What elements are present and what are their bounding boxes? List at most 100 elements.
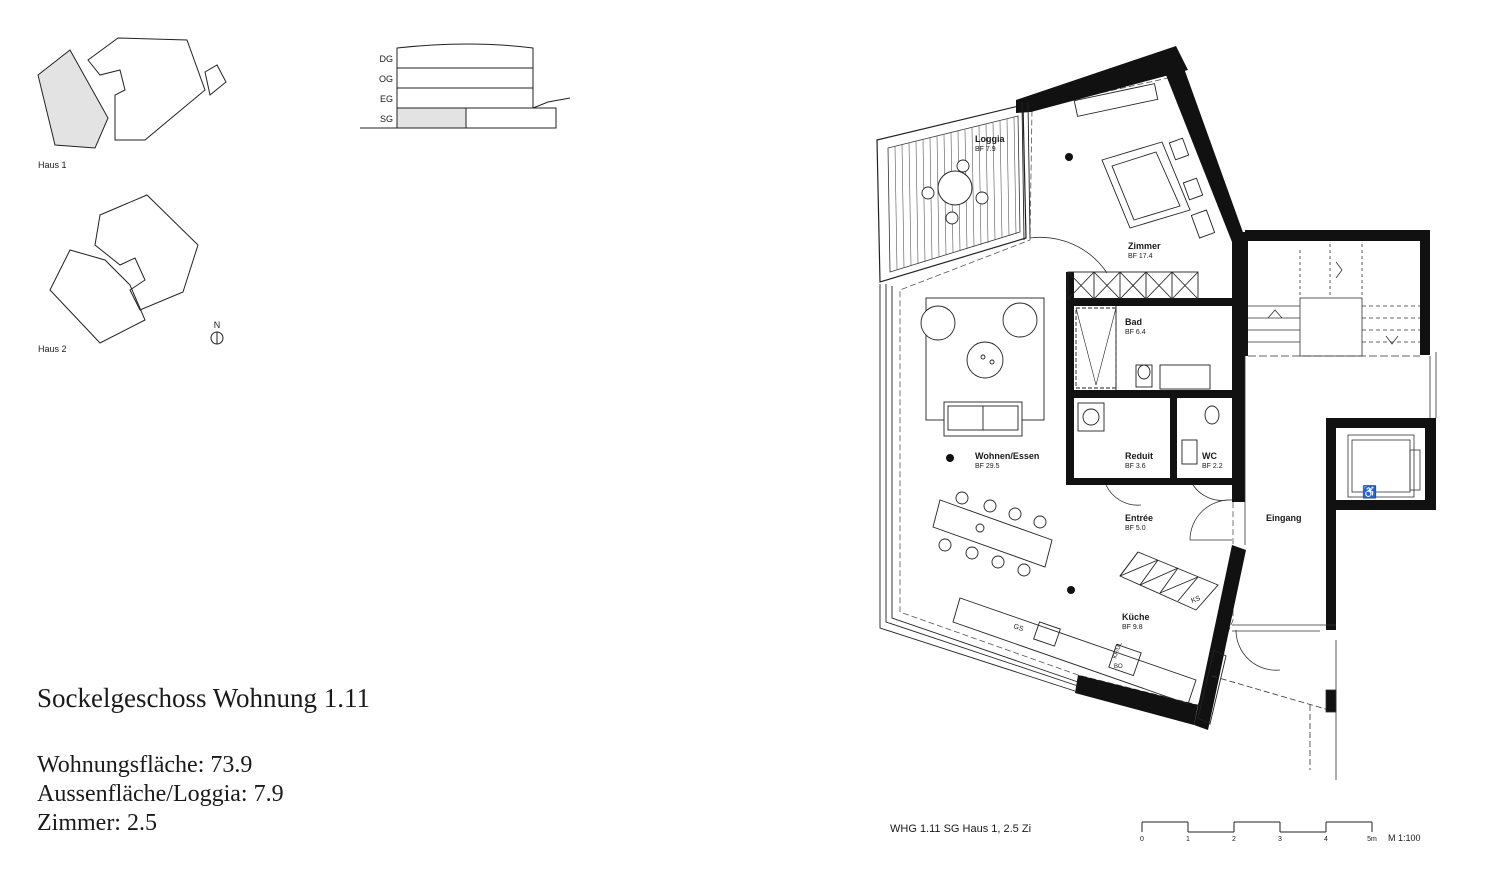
wall-lift-bottom (1336, 500, 1436, 510)
room-name-entree: Entrée (1125, 513, 1153, 523)
scale-tick-label: 3 (1278, 836, 1282, 843)
wall-bath-top (1066, 298, 1233, 306)
keyplan-haus-1-wing (204, 64, 227, 96)
keyplan-haus-2 (49, 194, 199, 344)
apartment-area-label: Wohnungsfläche: (37, 752, 205, 778)
column (1065, 153, 1073, 161)
exterior-walls (1016, 46, 1436, 730)
wall-south (1075, 675, 1198, 725)
wall-stair-left (1240, 236, 1248, 356)
wc-bowl-icon (1204, 405, 1220, 425)
kitchen-fixtures (952, 551, 1219, 705)
loggia-deck (876, 104, 1027, 283)
dining-set (932, 491, 1053, 577)
keyplan-haus-2-main-block (94, 194, 199, 311)
shower (1075, 307, 1117, 389)
reduit-wc-fixtures (1077, 402, 1220, 465)
loggia-area-value: 7.9 (253, 781, 284, 807)
room-name-zimmer: Zimmer (1128, 241, 1161, 251)
bathtub (1159, 364, 1211, 390)
washer (1077, 402, 1105, 432)
armchair-icon (1002, 302, 1038, 338)
section-label-og: OG (379, 74, 393, 84)
wall-lift-left (1326, 418, 1336, 630)
coffee-table-object-icon (989, 359, 995, 365)
section-floor-eg (396, 87, 534, 109)
nightstand (1168, 137, 1190, 161)
toilet-bowl-icon (1137, 364, 1151, 380)
room-count-label: Zimmer: (37, 810, 121, 836)
section-label-dg: DG (380, 54, 394, 64)
loggia-chair-icon (945, 211, 959, 225)
room-area-bad: BF 6.4 (1125, 329, 1146, 336)
wall-stair-top (1245, 230, 1430, 241)
keyplan-haus-1 (37, 37, 227, 149)
section-floor-sg-highlight (396, 107, 467, 129)
sideboard (1073, 83, 1159, 117)
section-floor-sg-rest (465, 107, 557, 129)
north-arrow: N (210, 320, 224, 345)
column (1067, 586, 1075, 594)
loggia-area-label: Aussenfläche/Loggia: (37, 781, 248, 807)
keyplan-haus-2-label: Haus 2 (38, 344, 67, 354)
scale-bar-ticks: 0 1 2 3 4 5m (1140, 836, 1377, 843)
wardrobe-row (1067, 271, 1199, 300)
room-name-bad: Bad (1125, 317, 1142, 327)
room-area-loggia: BF 7.9 (975, 146, 996, 153)
bathroom-fixtures (1075, 306, 1211, 390)
glazed-facade (879, 101, 1227, 725)
high-chair-icon (975, 523, 985, 533)
wall-north (1016, 46, 1188, 113)
washer-drum-icon (1082, 408, 1100, 426)
fixture-labels: GS KF/UL BO KS (1012, 595, 1201, 670)
fridge (1108, 643, 1142, 677)
fridge-label-b: BO (1114, 664, 1123, 670)
wall-east-lower (1194, 545, 1246, 730)
drawing-caption: WHG 1.11 SG Haus 1, 2.5 Zi (890, 823, 1031, 835)
scale-tick-label: 1 (1186, 836, 1190, 843)
page-title: Sockelgeschoss Wohnung 1.11 (37, 683, 371, 713)
living-furniture (920, 297, 1045, 437)
desk (1190, 209, 1216, 239)
wall-bath-bottom (1066, 390, 1233, 398)
room-name-kueche: Küche (1122, 612, 1150, 622)
section-ground-right (532, 97, 571, 109)
room-count-row: Zimmer: 2.5 (37, 809, 157, 838)
coffee-table-object-icon (980, 354, 986, 360)
bed-inner (1111, 151, 1181, 221)
stairwell: ♿ (1248, 244, 1421, 499)
kitchen-counter (952, 597, 1197, 705)
room-name-eingang: Eingang (1266, 513, 1302, 523)
wall-northeast (1164, 46, 1245, 242)
keyplan-haus-1-main-block (87, 37, 206, 141)
dining-table (932, 499, 1053, 568)
section-roof (396, 43, 534, 69)
loggia-area-row: Aussenfläche/Loggia: 7.9 (37, 780, 284, 809)
loggia-table (937, 170, 973, 206)
room-area-kueche: BF 9.8 (1122, 624, 1143, 631)
wall-stair-right (1420, 230, 1430, 355)
wall-lift-top (1326, 418, 1436, 428)
loggia-decking (887, 115, 1021, 273)
room-area-entree: BF 5.0 (1125, 525, 1146, 532)
wall-bath-left (1066, 272, 1074, 482)
door-swing-zimmer (1029, 236, 1108, 274)
cabinet-label: KS (1190, 595, 1201, 605)
column (946, 454, 954, 462)
room-name-wohnen-essen: Wohnen/Essen (975, 451, 1039, 461)
room-name-loggia: Loggia (975, 134, 1005, 144)
room-area-wohnen-essen: BF 29.5 (975, 463, 1000, 470)
room-name-wc: WC (1202, 451, 1217, 461)
entrance-corridor (1211, 352, 1437, 780)
fridge-label-a: KF/UL (1112, 641, 1124, 660)
keyplan-haus-1-highlighted-block (37, 49, 109, 149)
loggia-chair-icon (921, 186, 935, 200)
keyplan-haus-1-label: Haus 1 (38, 160, 67, 170)
scale-tick-label: 0 (1140, 836, 1144, 843)
scale-ratio-label: M 1:100 (1388, 833, 1421, 843)
nightstand (1182, 177, 1204, 201)
scale-tick-label: 2 (1232, 836, 1236, 843)
room-count-value: 2.5 (126, 810, 157, 836)
room-area-zimmer: BF 17.4 (1128, 253, 1153, 260)
